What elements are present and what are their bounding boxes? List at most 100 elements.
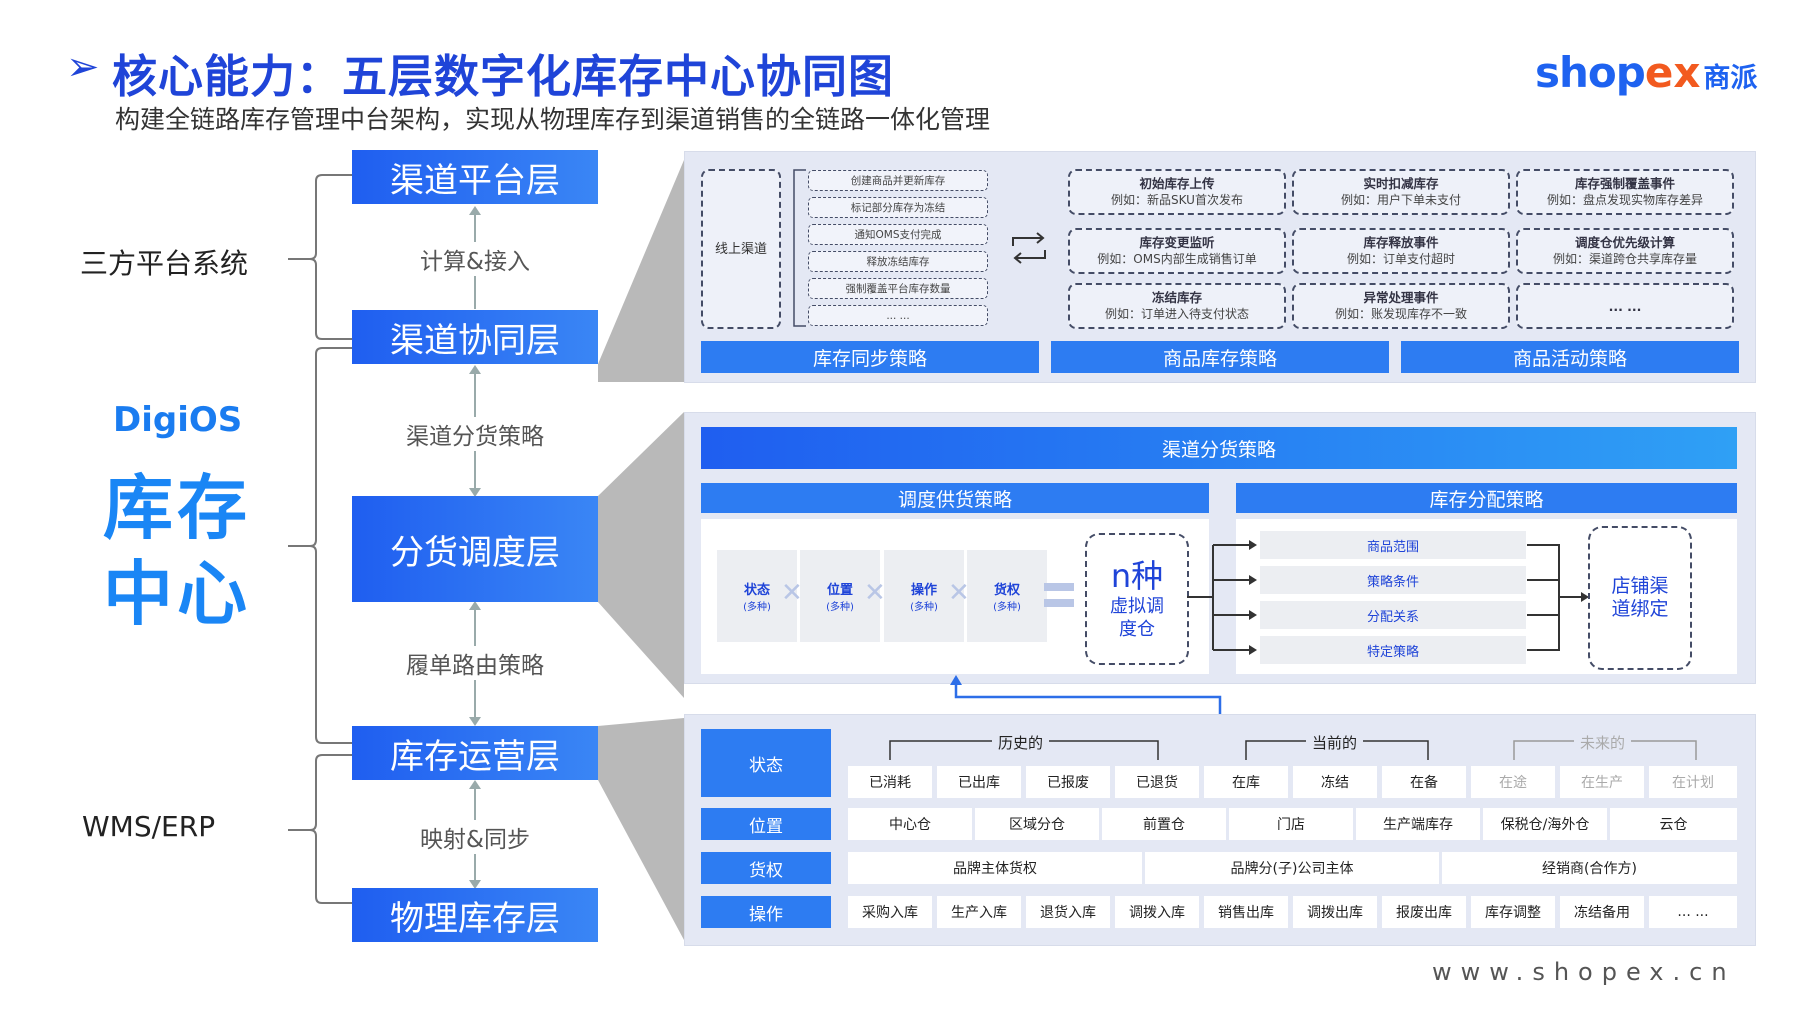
ownership-cell: 品牌分(子)公司主体	[1145, 852, 1439, 884]
strategy-bar-product: 商品库存策略	[1051, 341, 1389, 373]
event-title: 异常处理事件	[1363, 290, 1439, 305]
connector-label-2: 渠道分货策略	[352, 417, 598, 451]
location-cell: 生产端库存	[1356, 808, 1480, 840]
virtual-warehouse-box: n种 虚拟调度仓	[1085, 533, 1189, 665]
event-example: 例如：盘点发现实物库存差异	[1546, 193, 1703, 207]
event-title: 调度仓优先级计算	[1574, 235, 1675, 250]
event-box: 异常处理事件例如：账发现库存不一致	[1292, 283, 1510, 329]
location-cell: 门店	[1229, 808, 1353, 840]
location-cell: 保税仓/海外仓	[1483, 808, 1607, 840]
event-box: 库存变更监听例如：OMS内部生成销售订单	[1068, 228, 1286, 274]
factor-sub: (多种)	[826, 602, 854, 613]
operation-cell: 调拨出库	[1293, 896, 1377, 928]
action-item: 强制覆盖平台库存数量	[808, 278, 988, 299]
event-box: 实时扣减库存例如：用户下单未支付	[1292, 169, 1510, 215]
event-box: 冻结库存例如：订单进入待支付状态	[1068, 283, 1286, 329]
distribution-item: 分配关系	[1260, 601, 1526, 629]
fan-out-arrows	[1187, 540, 1257, 655]
wms-erp-label: WMS/ERP	[82, 810, 216, 843]
connector-label-4: 映射&同步	[352, 820, 598, 854]
virtual-label: 虚拟调度仓	[1110, 596, 1164, 640]
center-title-line2: 中心	[103, 553, 251, 635]
factor-ownership: 货权 (多种)	[967, 550, 1047, 642]
connector-label-1: 计算&接入	[352, 242, 598, 276]
equals-icon	[1044, 583, 1074, 591]
event-example: 例如：账发现库存不一致	[1334, 307, 1467, 321]
operation-cell: 销售出库	[1204, 896, 1288, 928]
action-item: 创建商品并更新库存	[808, 170, 988, 191]
state-cell: 已消耗	[848, 766, 932, 798]
distribution-item: 商品范围	[1260, 531, 1526, 559]
left-brace-lines	[288, 174, 352, 904]
distribution-strategy-bar: 库存分配策略	[1236, 483, 1737, 513]
event-title: ... ...	[1608, 298, 1642, 314]
footer-url: www.shopex.cn	[1432, 958, 1736, 986]
factor-name: 操作	[910, 583, 937, 598]
factor-name: 状态	[743, 583, 770, 598]
factor-location: 位置 (多种)	[800, 550, 880, 642]
action-item: 释放冻结库存	[808, 251, 988, 272]
location-cell: 前置仓	[1102, 808, 1226, 840]
event-example: 例如：渠道跨仓共享库存量	[1552, 252, 1697, 266]
state-cell: 在生产	[1560, 766, 1644, 798]
location-cell: 区域分仓	[975, 808, 1099, 840]
inventory-center-title: 库存 中心	[103, 465, 251, 637]
channel-allocation-bar: 渠道分货策略	[701, 427, 1737, 469]
arrow-up-icon	[469, 780, 481, 789]
event-example: 例如：新品SKU首次发布	[1111, 193, 1243, 207]
group-label-future: 未来的	[1574, 732, 1632, 753]
strategy-bar-sync: 库存同步策略	[701, 341, 1039, 373]
store-channel-binding-box: 店铺渠道绑定	[1588, 526, 1692, 670]
action-item: 标记部分库存为冻结	[808, 197, 988, 218]
event-title: 库存强制覆盖事件	[1574, 176, 1675, 191]
operation-cell: 生产入库	[937, 896, 1021, 928]
event-box: ... ...	[1516, 283, 1734, 329]
arrow-down-icon	[469, 880, 481, 889]
state-cell: 已报废	[1026, 766, 1110, 798]
logo-part-cn: 商派	[1703, 63, 1758, 94]
funnel-shapes	[598, 160, 684, 940]
arrow-down-icon	[469, 717, 481, 726]
virtual-count: n种	[1110, 557, 1164, 595]
layer-physical-inventory: 物理库存层	[352, 888, 598, 942]
state-cell: 在计划	[1649, 766, 1737, 798]
event-box: 调度仓优先级计算例如：渠道跨仓共享库存量	[1516, 228, 1734, 274]
fan-in-arrows	[1527, 544, 1589, 651]
state-cell: 在途	[1471, 766, 1555, 798]
event-box: 初始库存上传例如：新品SKU首次发布	[1068, 169, 1286, 215]
operation-cell: 库存调整	[1471, 896, 1555, 928]
third-party-label: 三方平台系统	[80, 247, 249, 280]
operation-cell: 退货入库	[1026, 896, 1110, 928]
multiply-icon: ✕	[864, 578, 886, 608]
operation-cell: 调拨入库	[1115, 896, 1199, 928]
digios-brand: DigiOS	[113, 400, 243, 440]
state-cell: 已出库	[937, 766, 1021, 798]
logo-part-shop: shop	[1535, 48, 1646, 97]
title-arrow-icon: ➢	[66, 44, 100, 90]
multiply-icon: ✕	[948, 578, 970, 608]
state-cell: 冻结	[1293, 766, 1377, 798]
operation-cell: 采购入库	[848, 896, 932, 928]
online-channel-box: 线上渠道	[701, 169, 781, 329]
factor-name: 货权	[993, 583, 1020, 598]
layer-channel-platform: 渠道平台层	[352, 150, 598, 204]
factor-name: 位置	[826, 583, 853, 598]
layer-allocation-scheduling: 分货调度层	[352, 496, 598, 602]
arrow-up-icon	[469, 365, 481, 374]
group-label-history: 历史的	[992, 732, 1050, 753]
actions-bracket	[793, 169, 806, 327]
row-label-ownership: 货权	[701, 852, 831, 884]
location-cell: 中心仓	[848, 808, 972, 840]
factor-sub: (多种)	[993, 602, 1021, 613]
state-cell: 在备	[1382, 766, 1466, 798]
event-example: 例如：OMS内部生成销售订单	[1097, 252, 1257, 266]
state-cell: 在库	[1204, 766, 1288, 798]
connector-label-3: 履单路由策略	[352, 646, 598, 680]
state-cell: 已退货	[1115, 766, 1199, 798]
event-box: 库存释放事件例如：订单支付超时	[1292, 228, 1510, 274]
event-example: 例如：用户下单未支付	[1340, 193, 1461, 207]
event-box: 库存强制覆盖事件例如：盘点发现实物库存差异	[1516, 169, 1734, 215]
page-subtitle: 构建全链路库存管理中台架构，实现从物理库存到渠道销售的全链路一体化管理	[115, 105, 991, 134]
page-title: 核心能力：五层数字化库存中心协同图	[112, 50, 895, 103]
